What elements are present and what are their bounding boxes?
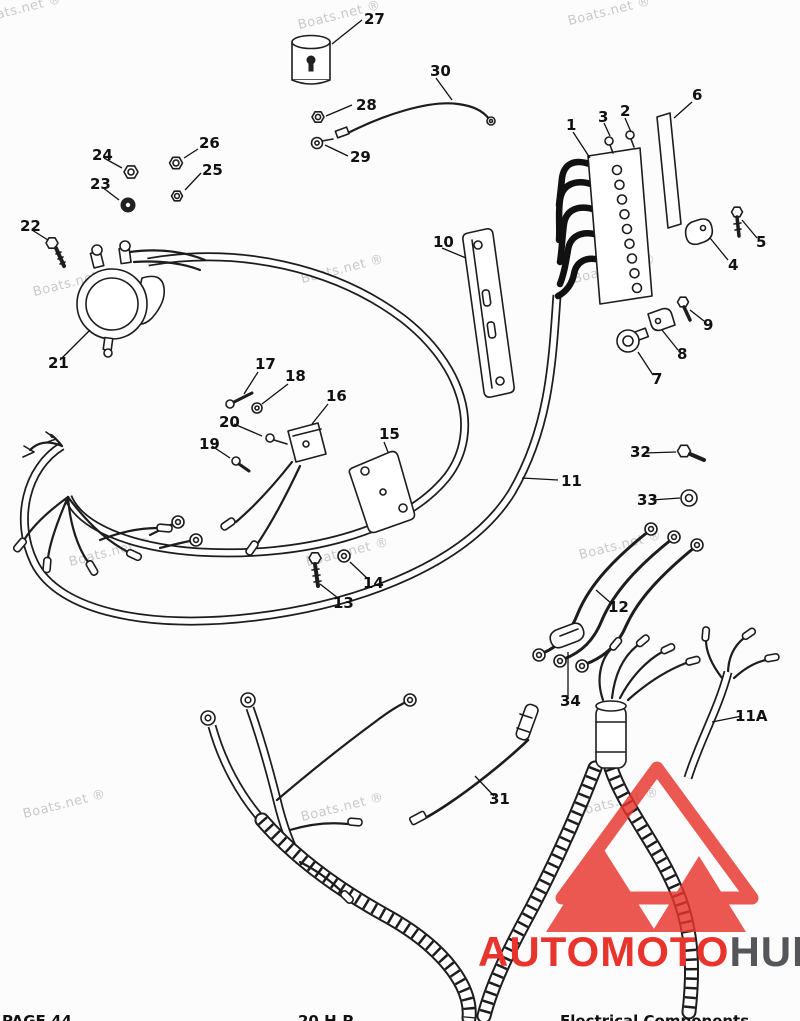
automotohub-wordmark: AUTOMOTOHUB [478,928,800,976]
part-insulator-strip-6 [656,112,682,229]
callout-leader-lines [31,19,758,797]
callout-20: 20 [219,413,240,431]
part-jumper-wire-30 [334,102,496,139]
part-nut-25 [170,190,184,202]
callout-2: 2 [620,102,630,120]
callout-9: 9 [703,316,713,334]
part-screw-19 [231,456,251,473]
part-nut-28 [311,111,325,123]
part-clamp-34 [549,622,585,649]
part-screw-5 [730,206,744,238]
part-ring-terminal-29 [310,136,334,150]
part-nut-26 [168,156,184,170]
callout-18: 18 [285,367,306,385]
callout-7: 7 [652,370,662,388]
callout-13: 13 [333,594,354,612]
callout-12: 12 [608,598,629,616]
part-lower-left-harness [200,692,477,1021]
callout-8: 8 [677,345,687,363]
part-grommet-23 [120,197,136,213]
callout-21: 21 [48,354,69,372]
callout-4: 4 [728,256,738,274]
callout-16: 16 [326,387,347,405]
part-switch-16 [220,422,327,556]
part-main-harness-11 [12,252,562,626]
callout-5: 5 [756,233,766,251]
part-screw-17 [225,391,254,409]
callout-22: 22 [20,217,41,235]
footer-page-label: PAGE 44 [2,1012,72,1021]
callout-17: 17 [255,355,276,373]
part-screw-3 [604,136,614,154]
wordmark-automoto: AUTOMOTO [478,928,730,975]
part-rubber-cap-27 [291,34,331,85]
callout-31: 31 [489,790,510,808]
footer-model-label: 20 H.P. [298,1012,357,1021]
part-lead-wire-31 [408,703,539,826]
callout-24: 24 [92,146,113,164]
callout-32: 32 [630,443,651,461]
part-screw-2 [625,130,635,148]
part-washer-18 [251,402,263,414]
callout-34: 34 [560,692,581,710]
part-terminal-20 [265,433,288,445]
callout-labels: 27 28 29 30 6 2 3 1 5 4 9 8 7 10 24 26 2… [20,10,768,808]
callout-28: 28 [356,96,377,114]
part-screw-9 [676,296,692,322]
part-bolt-22 [45,237,66,268]
part-ring-clamp-7 [616,327,650,353]
callout-33: 33 [637,491,658,509]
footer-section-label: Electrical Components [560,1012,750,1021]
part-bracket-15 [348,450,416,534]
part-clip-8 [647,307,676,332]
callout-11A: 11A [735,707,768,725]
callout-23: 23 [90,175,111,193]
callout-26: 26 [199,134,220,152]
part-bolt-32 [676,444,706,462]
part-nut-24 [123,165,139,179]
callout-19: 19 [199,435,220,453]
part-bracket-10 [462,228,515,398]
callout-11: 11 [561,472,582,490]
callout-15: 15 [379,425,400,443]
wordmark-hub: HUB [729,928,800,975]
callout-25: 25 [202,161,223,179]
part-clamp-4 [684,218,714,246]
part-bolt-13 [308,551,322,588]
callout-14: 14 [363,574,384,592]
callout-1: 1 [566,116,576,134]
callout-10: 10 [433,233,454,251]
automotohub-logo-icon [546,761,759,932]
part-terminal-block-1 [554,147,653,305]
part-solenoid-21 [76,240,207,358]
callout-27: 27 [364,10,385,28]
callout-30: 30 [430,62,451,80]
callout-29: 29 [350,148,371,166]
part-washer-14 [337,549,351,563]
part-washer-33 [680,489,698,507]
callout-3: 3 [598,108,608,126]
callout-6: 6 [692,86,702,104]
